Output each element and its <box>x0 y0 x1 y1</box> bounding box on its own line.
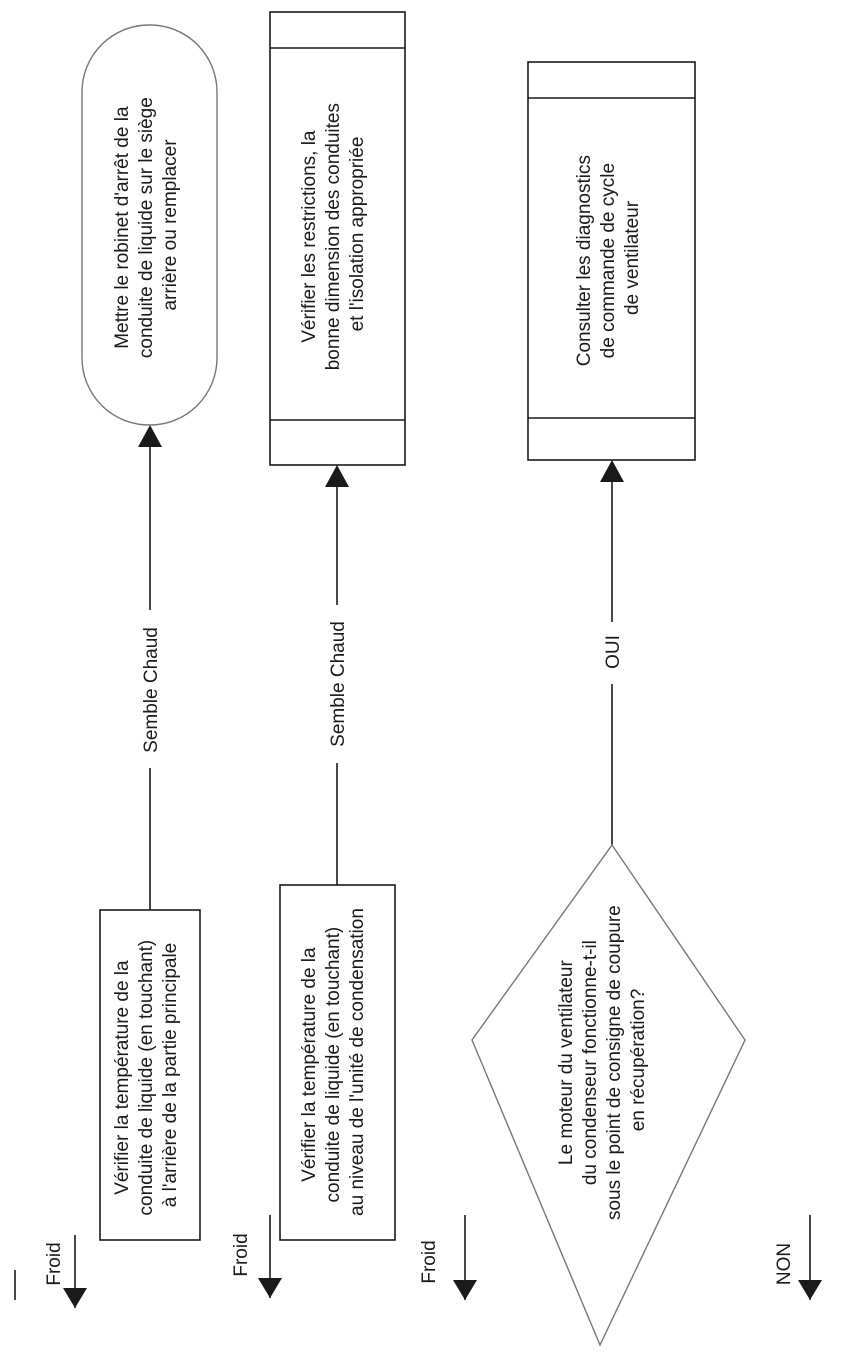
edge-semble-chaud-2: Semble Chaud <box>315 465 359 885</box>
decision-fan-question: Le moteur du ventilateur du condenseur f… <box>471 843 746 1347</box>
edge-label-froid-1: Froid <box>44 1242 65 1285</box>
edge-non: NON <box>774 1215 822 1300</box>
node-text-check-main: Vérifier la température de la conduite d… <box>112 935 181 1216</box>
edge-semble-chaud-1: Semble Chaud <box>128 425 172 910</box>
terminal-shutoff-valve: Mettre le robinet d'arrêt de la conduite… <box>81 24 218 426</box>
node-text-check-condensing: Vérifier la température de la conduite d… <box>299 908 368 1216</box>
subprocess-restrictions: Vérifier les restrictions, la bonne dime… <box>269 11 406 466</box>
edge-froid-1: Froid <box>44 1235 87 1308</box>
edge-froid-3: Froid <box>419 1215 477 1300</box>
node-text-fan-cycle: Consulter les diagnostics de commande de… <box>574 150 643 367</box>
edge-label-oui: OUI <box>603 635 624 669</box>
node-text-restrictions: Vérifier les restrictions, la bonne dime… <box>299 98 368 371</box>
edge-label-semble-chaud-2: Semble Chaud <box>328 621 349 747</box>
edge-label-froid-3: Froid <box>419 1240 440 1283</box>
process-box-check-main: Vérifier la température de la conduite d… <box>99 909 201 1241</box>
subprocess-fan-cycle: Consulter les diagnostics de commande de… <box>527 61 696 461</box>
edge-froid-2: Froid <box>231 1215 282 1298</box>
edge-label-froid-2: Froid <box>231 1233 252 1276</box>
node-text-shutoff-valve: Mettre le robinet d'arrêt de la conduite… <box>112 92 181 358</box>
node-text-fan-question: Le moteur du ventilateur du condenseur f… <box>556 900 649 1220</box>
edge-label-semble-chaud-1: Semble Chaud <box>141 627 162 753</box>
edge-oui: OUI <box>590 460 634 845</box>
edge-label-non: NON <box>774 1243 795 1285</box>
process-box-check-condensing: Vérifier la température de la conduite d… <box>279 884 396 1241</box>
